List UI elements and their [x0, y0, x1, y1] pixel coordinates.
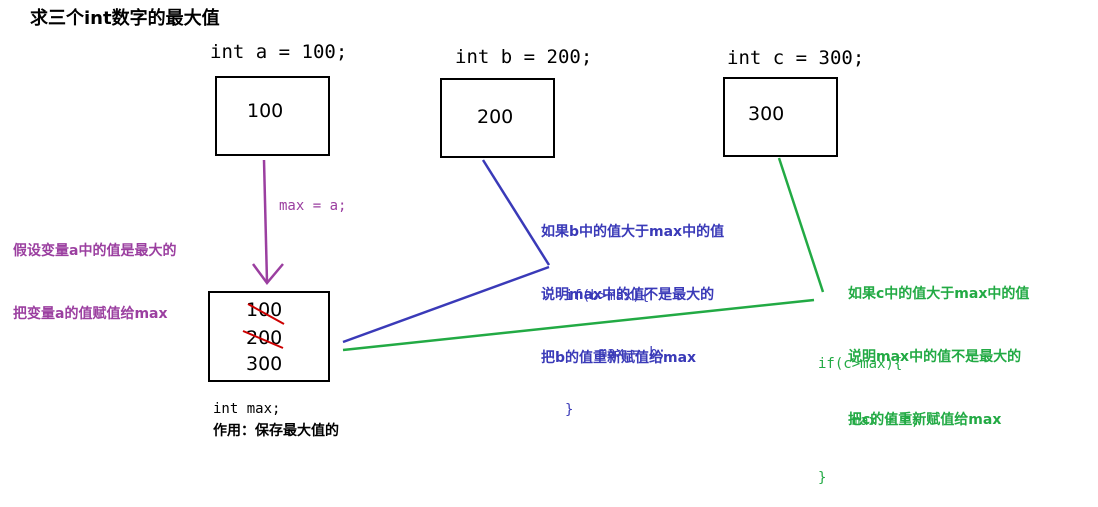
- strike-200: [242, 330, 284, 349]
- diagram-title: 求三个int数字的最大值: [30, 8, 220, 29]
- step-c-note-line1: 如果c中的值大于max中的值: [848, 286, 1030, 302]
- declaration-c: int c = 300;: [727, 47, 865, 69]
- step-c-note-line2: 说明max中的值不是最大的: [848, 349, 1022, 365]
- line-b-to-note: [481, 159, 551, 266]
- step-b-note-line3: 把b的值重新赋值给max: [541, 350, 697, 366]
- max-purpose: 作用：保存最大值的: [213, 423, 339, 439]
- step-b-note-line2: 说明max中的值不是最大的: [541, 287, 715, 303]
- step-c-note: 如果c中的值大于max中的值 说明max中的值不是最大的 把c的值重新赋值给ma…: [848, 242, 1029, 452]
- step-b-code-line3: }: [565, 402, 574, 418]
- connector-lines: [251, 157, 825, 352]
- step-b-code-line2: max = b;: [565, 345, 667, 361]
- line-c-to-note: [777, 157, 825, 293]
- declaration-a: int a = 100;: [210, 41, 348, 63]
- max-declaration: int max;: [213, 401, 281, 417]
- step-c-code-line3: }: [818, 470, 827, 486]
- arrow-a-to-max: [262, 159, 269, 283]
- box-c: [723, 77, 838, 157]
- step-c-code-line2: max = c;: [818, 413, 920, 429]
- box-b: [440, 78, 555, 158]
- arrow-a-head: [251, 263, 284, 286]
- max-value-3: 300: [246, 353, 283, 375]
- box-a: [215, 76, 330, 156]
- step-a-note-line1: 假设变量a中的值是最大的: [13, 243, 177, 259]
- line-c-to-max: [342, 298, 815, 352]
- box-max: [208, 291, 330, 382]
- line-b-to-max: [342, 265, 550, 344]
- strike-100: [247, 303, 285, 325]
- step-c-code-line1: if(c>max){: [818, 356, 903, 372]
- step-a-note: 假设变量a中的值是最大的 把变量a的值赋值给max: [13, 199, 176, 346]
- step-b-code: if(b>max){ max = b; }: [565, 249, 666, 439]
- declaration-b: int b = 200;: [455, 46, 593, 68]
- diagram-root: { "title": "求三个int数字的最大值", "declarations…: [13, 8, 1030, 486]
- step-b-note: 如果b中的值大于max中的值 说明max中的值不是最大的 把b的值重新赋值给ma…: [541, 180, 724, 390]
- step-a-code: max = a;: [279, 198, 347, 214]
- box-a-value: 100: [247, 100, 284, 122]
- step-b-note-line1: 如果b中的值大于max中的值: [541, 224, 725, 240]
- step-c-code: if(c>max){ max = c; }: [818, 317, 919, 507]
- step-b-code-line1: if(b>max){: [565, 288, 650, 304]
- max-value-1: 100: [246, 299, 283, 321]
- step-c-note-line3: 把c的值重新赋值给max: [848, 412, 1002, 428]
- box-b-value: 200: [477, 106, 514, 128]
- box-c-value: 300: [748, 103, 785, 125]
- step-a-note-line2: 把变量a的值赋值给max: [13, 306, 168, 322]
- strike-marks: [242, 303, 285, 349]
